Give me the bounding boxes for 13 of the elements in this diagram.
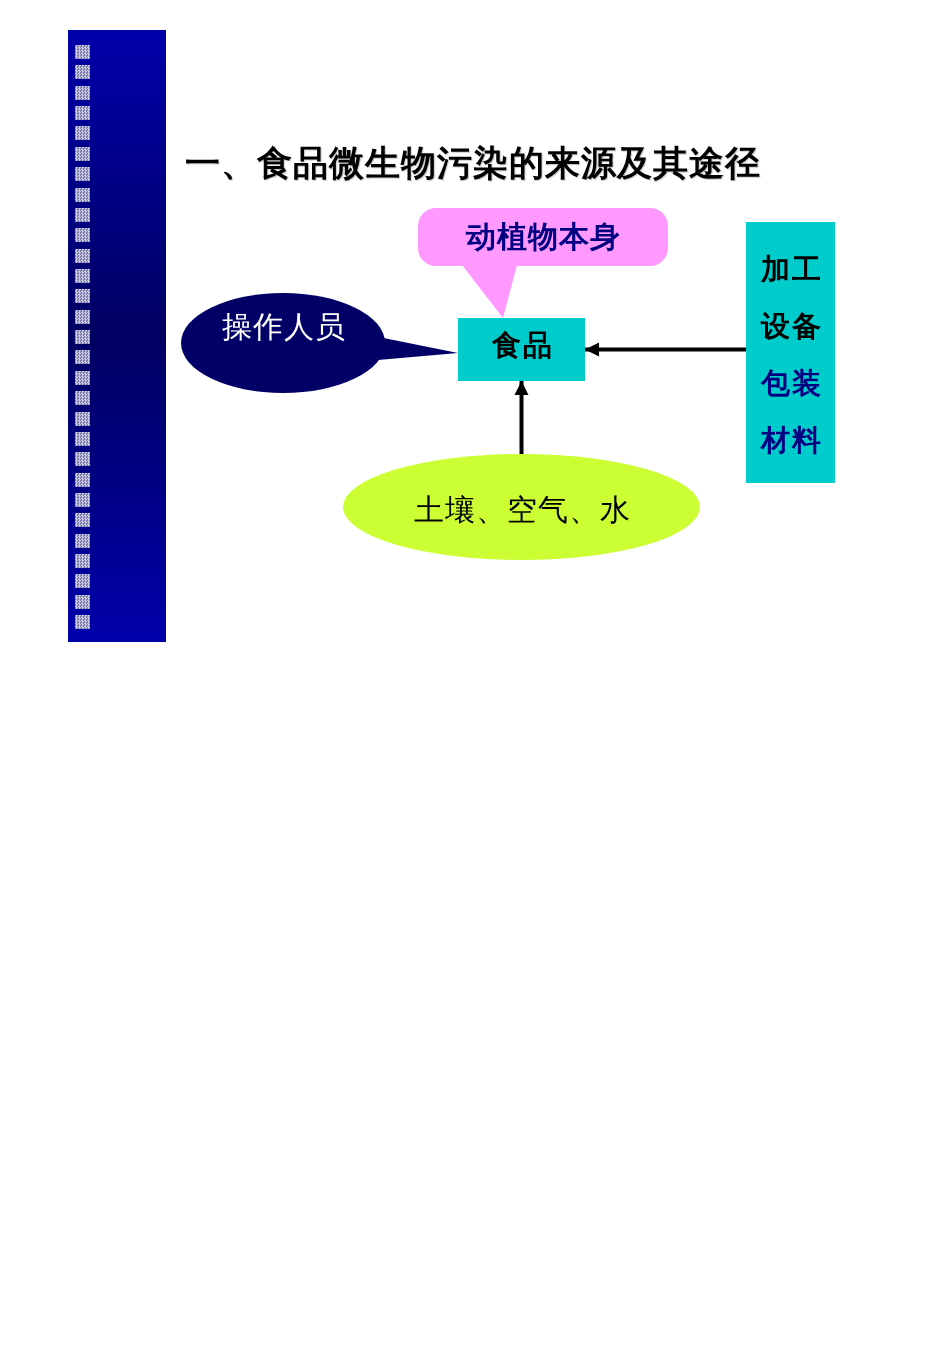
callout-tail <box>377 338 458 360</box>
title: 一、食品微生物污染的来源及其途径 <box>185 144 761 183</box>
process-box <box>458 318 585 381</box>
node-label: 加工设备 <box>759 252 824 344</box>
arrow <box>585 342 746 357</box>
node-label: 食品 <box>490 328 554 363</box>
node-label: 动植物本身 <box>465 219 621 255</box>
process-box <box>746 222 835 483</box>
node-label: 包装材料 <box>759 366 824 458</box>
node-label: 操作人员 <box>220 309 346 345</box>
callout-tail <box>462 265 517 318</box>
node-label: 土壤、空气、水 <box>412 492 631 528</box>
arrow <box>514 381 529 454</box>
